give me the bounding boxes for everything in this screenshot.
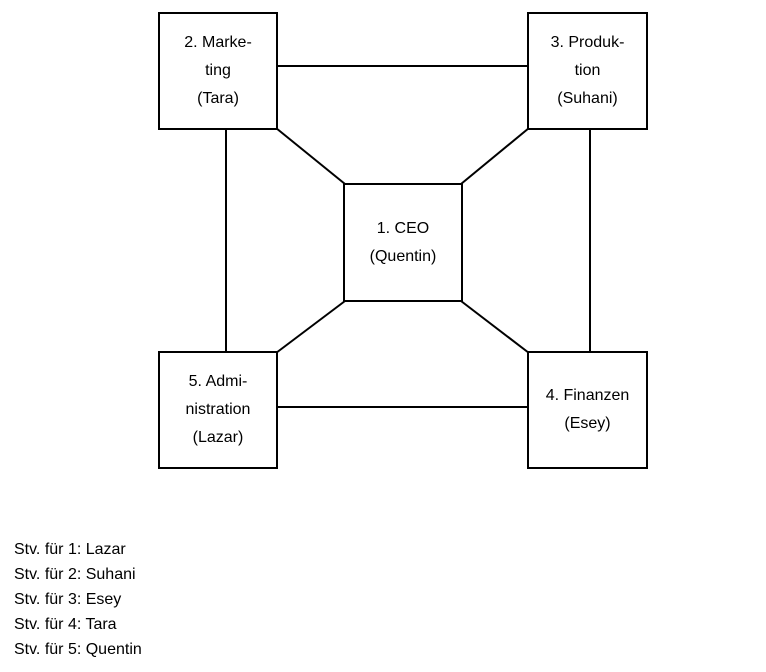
box-finanzen-line-2: (Esey) <box>564 415 611 432</box>
box-finanzen-line-1: 4. Finanzen <box>545 387 630 404</box>
box-produktion: 3. Produk- tion (Suhani) <box>527 12 648 130</box>
box-produktion-line-2: tion <box>574 62 601 79</box>
box-ceo: 1. CEO (Quentin) <box>343 183 463 302</box>
legend-item-3: Stv. für 3: Esey <box>14 591 122 608</box>
legend-item-2: Stv. für 2: Suhani <box>14 566 136 583</box>
box-marketing-line-3: (Tara) <box>197 90 239 107</box>
box-produktion-line-1: 3. Produk- <box>550 34 625 51</box>
box-administration-line-1: 5. Admi- <box>188 373 248 390</box>
box-ceo-line-1: 1. CEO <box>376 219 430 237</box>
legend-item-1: Stv. für 1: Lazar <box>14 541 126 558</box>
legend-item-4: Stv. für 4: Tara <box>14 616 117 633</box>
box-administration: 5. Admi- nistration (Lazar) <box>158 351 278 469</box>
box-administration-line-3: (Lazar) <box>192 429 244 446</box>
edge-ceo-finanzen <box>460 300 530 354</box>
box-administration-line-2: nistration <box>185 401 251 418</box>
box-marketing-line-1: 2. Marke- <box>184 34 252 51</box>
box-produktion-line-3: (Suhani) <box>557 90 618 107</box>
box-marketing: 2. Marke- ting (Tara) <box>158 12 278 130</box>
edge-ceo-marketing <box>275 127 346 185</box>
edge-ceo-produktion <box>460 127 530 185</box>
edge-ceo-administration <box>275 300 346 354</box>
legend-item-5: Stv. für 5: Quentin <box>14 641 142 658</box>
deputy-legend: Stv. für 1: Lazar Stv. für 2: Suhani Stv… <box>14 537 142 662</box>
box-finanzen: 4. Finanzen (Esey) <box>527 351 648 469</box>
box-marketing-line-2: ting <box>205 62 231 79</box>
box-ceo-line-2: (Quentin) <box>369 247 437 265</box>
